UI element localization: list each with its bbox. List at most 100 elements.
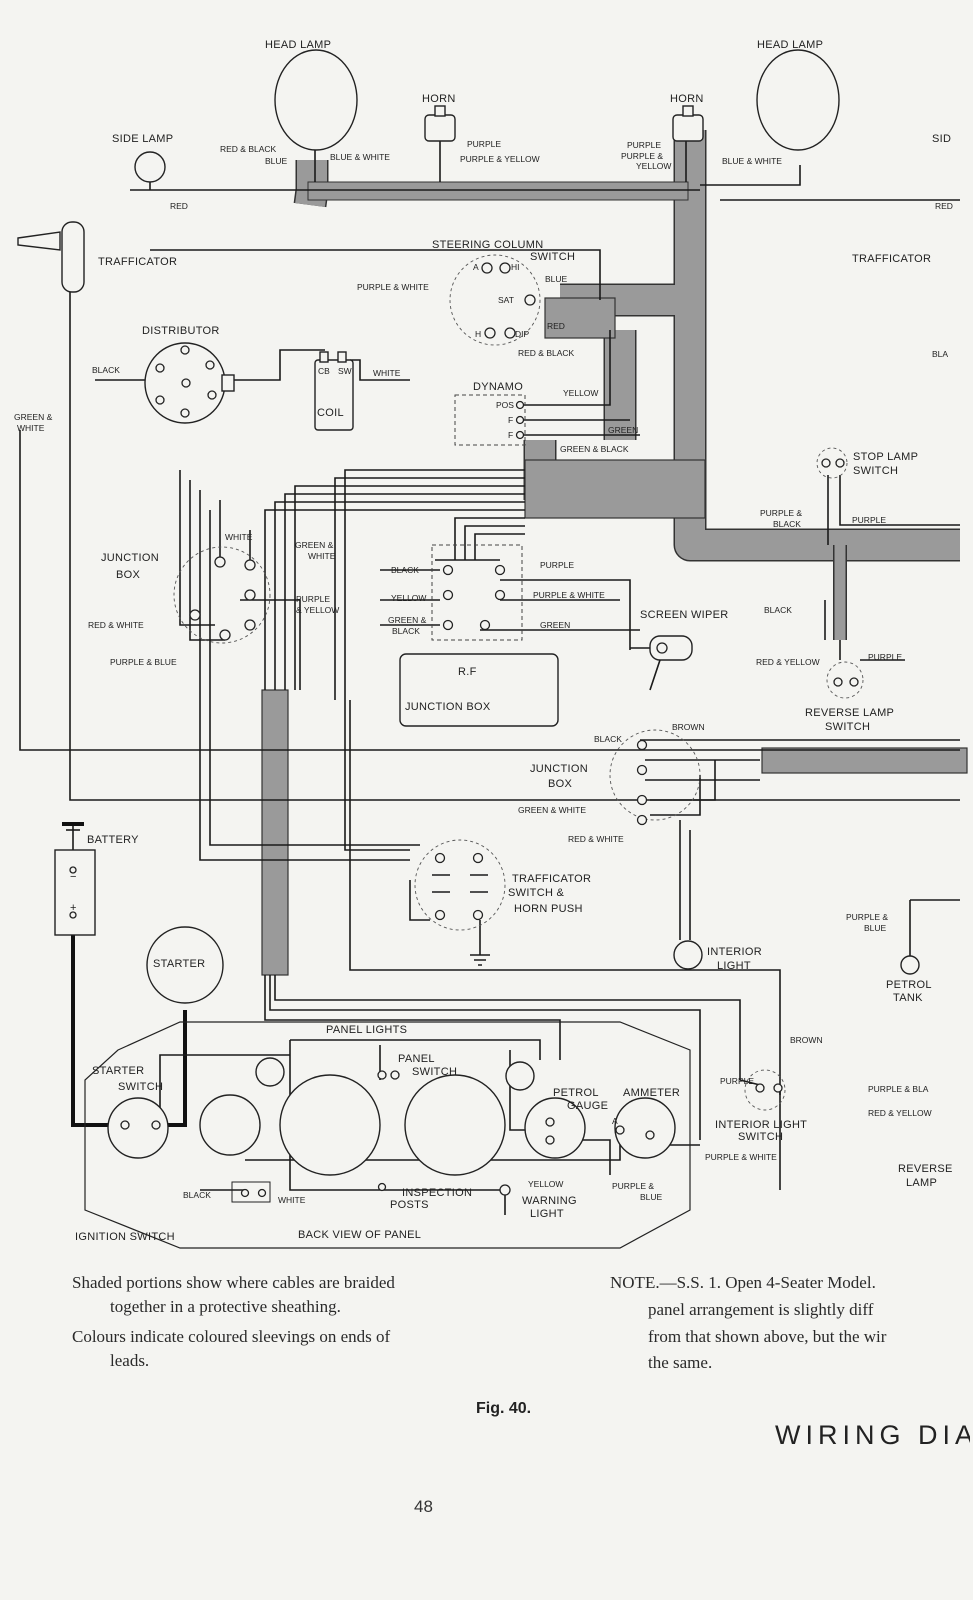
label-side-lamp-left: SIDE LAMP [112, 133, 173, 145]
wire-label: PURPLE [627, 140, 661, 150]
label-horn-left: HORN [422, 93, 456, 105]
label-side-lamp-right: SID [932, 133, 951, 145]
wire-label: WHITE [373, 368, 401, 378]
wire-labels: RED & BLACK BLUE BLUE & WHITE PURPLE PUR… [14, 139, 953, 1205]
terminal-label: A [612, 1116, 618, 1126]
back-of-panel [84, 1021, 691, 1249]
label-junction-box-left-2: BOX [116, 569, 140, 581]
head-lamp-left [274, 49, 358, 151]
label-interior-light-2: LIGHT [717, 960, 751, 972]
wire-label: PURPLE & YELLOW [460, 154, 540, 164]
wire-label: PURPLE & BLA [868, 1084, 929, 1094]
horn-left [424, 105, 456, 142]
label-starter: STARTER [153, 958, 205, 970]
head-lamp-right [756, 49, 840, 151]
petrol-tank [900, 955, 920, 975]
trafficator-left [17, 221, 85, 293]
terminal-label: POS [496, 400, 514, 410]
note-left-line-1: Shaded portions show where cables are br… [72, 1273, 395, 1292]
wire-label: BLACK [773, 519, 801, 529]
terminal-labels: HI A SAT H DIP CB SW POS F F A + − [70, 262, 618, 1126]
label-head-lamp-right: HEAD LAMP [757, 39, 823, 51]
label-ignition-switch: IGNITION SWITCH [75, 1231, 175, 1243]
junction-box-rear [609, 729, 701, 826]
label-trafficator-switch-1: TRAFFICATOR [512, 873, 591, 885]
wire-label: PURPLE & WHITE [705, 1152, 777, 1162]
label-panel-lights: PANEL LIGHTS [326, 1024, 407, 1036]
wire-label: RED & BLACK [518, 348, 575, 358]
battery-minus: − [70, 871, 77, 883]
label-interior-light-1: INTERIOR [707, 946, 762, 958]
trafficator-horn-switch [414, 839, 506, 966]
label-starter-switch-2: SWITCH [118, 1081, 163, 1093]
interior-light [673, 940, 703, 970]
label-trafficator-left: TRAFFICATOR [98, 256, 177, 268]
wire-label: RED & YELLOW [756, 657, 820, 667]
label-coil: COIL [317, 407, 344, 419]
wire-label: PURPLE & [612, 1181, 654, 1191]
wire-label: PURPLE & [621, 151, 663, 161]
label-junction-box-rear-1: JUNCTION [530, 763, 588, 775]
wire-label: BLACK [92, 365, 120, 375]
stop-lamp-switch [816, 447, 848, 479]
starter [146, 926, 224, 1004]
wire-label: WHITE [278, 1195, 306, 1205]
label-rf-2: JUNCTION BOX [405, 701, 491, 713]
wire-label: BLUE [640, 1192, 663, 1202]
label-reverse-lamp-switch-2: SWITCH [825, 721, 870, 733]
label-petrol-gauge-2: GAUGE [567, 1100, 608, 1112]
wire-label: BLACK [183, 1190, 211, 1200]
wire-label: WHITE [17, 423, 45, 433]
label-screen-wiper: SCREEN WIPER [640, 609, 729, 621]
wire-label: PURPLE [540, 560, 574, 570]
label-back-view-of-panel: BACK VIEW OF PANEL [298, 1229, 421, 1241]
label-inspection-2: POSTS [390, 1199, 429, 1211]
wire-label: RED & WHITE [568, 834, 624, 844]
wire-label: YELLOW [636, 161, 671, 171]
wire-label: PURPLE [296, 594, 330, 604]
label-trafficator-switch-3: HORN PUSH [514, 903, 583, 915]
wire-label: RED & WHITE [88, 620, 144, 630]
label-stop-lamp-1: STOP LAMP [853, 451, 918, 463]
wire-label: WHITE [308, 551, 336, 561]
label-head-lamp-left: HEAD LAMP [265, 39, 331, 51]
label-battery: BATTERY [87, 834, 139, 846]
wire-label: BLUE [864, 923, 887, 933]
page-number: 48 [414, 1497, 433, 1516]
wire-label: BROWN [790, 1035, 823, 1045]
note-left-line-3: Colours indicate coloured sleevings on e… [72, 1327, 391, 1346]
wire-label: BLUE & WHITE [330, 152, 390, 162]
wire-label: PURPLE & WHITE [533, 590, 605, 600]
label-junction-box-left-1: JUNCTION [101, 552, 159, 564]
wire-label: GREEN & [14, 412, 53, 422]
wire-label: BLUE [545, 274, 568, 284]
label-inspection-1: INSPECTION [402, 1187, 472, 1199]
wire-label: BROWN [672, 722, 705, 732]
terminal-label: SW [338, 366, 352, 376]
label-starter-switch-1: STARTER [92, 1065, 144, 1077]
wire-label: WHITE [225, 532, 253, 542]
coil [314, 351, 354, 431]
wire-label: GREEN & WHITE [518, 805, 586, 815]
component-labels: HEAD LAMP HEAD LAMP SIDE LAMP SID HORN H… [75, 39, 952, 1243]
wire-label: BLUE & WHITE [722, 156, 782, 166]
terminal-label: H [475, 329, 481, 339]
dynamo [454, 394, 526, 446]
wire-label: GREEN & [388, 615, 427, 625]
wire-label: PURPLE [868, 652, 902, 662]
screen-wiper [649, 635, 693, 691]
wire-label: BLACK [391, 565, 419, 575]
label-horn-right: HORN [670, 93, 704, 105]
label-ammeter: AMMETER [623, 1087, 680, 1099]
wire-label: PURPLE & [846, 912, 888, 922]
wire-label: YELLOW [563, 388, 598, 398]
wire-label: YELLOW [528, 1179, 563, 1189]
wire-label: BLACK [764, 605, 792, 615]
wire-label: & YELLOW [296, 605, 339, 615]
label-trafficator-right: TRAFFICATOR [852, 253, 931, 265]
label-trafficator-switch-2: SWITCH & [508, 887, 565, 899]
label-stop-lamp-2: SWITCH [853, 465, 898, 477]
terminal-label: HI [511, 262, 520, 272]
label-petrol-gauge-1: PETROL [553, 1087, 599, 1099]
